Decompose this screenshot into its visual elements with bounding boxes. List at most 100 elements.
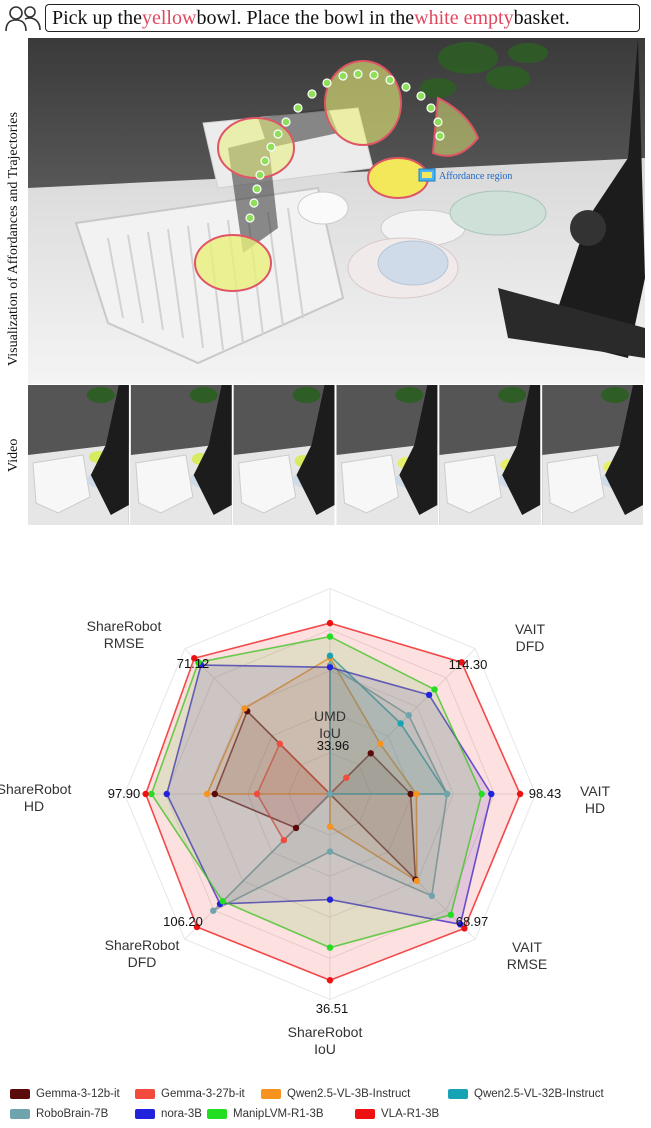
legend-swatch — [261, 1089, 281, 1099]
chart-legend: Gemma-3-12b-it Gemma-3-27b-it Qwen2.5-VL-3… — [0, 1088, 651, 1128]
series-point-ManipLVM-R1-3B — [326, 944, 334, 951]
legend-label: ManipLVM-R1-3B — [233, 1108, 324, 1120]
series-point-VLA-R1-3B — [142, 790, 149, 798]
axis-max-label: 36.51 — [316, 1001, 349, 1016]
legend-item: Gemma-3-27b-it — [135, 1088, 245, 1100]
axis-label: IoU — [319, 725, 341, 741]
axis-label: RMSE — [104, 635, 144, 651]
affordance-side-label: Visualization of Affordances and Traject… — [6, 112, 21, 366]
series-point-ManipLVM-R1-3B — [148, 790, 155, 798]
axis-max-label: 106.20 — [163, 914, 203, 929]
legend-label: RoboBrain-7B — [36, 1108, 109, 1120]
axis-label: VAIT — [580, 783, 611, 799]
axis-label: IoU — [314, 1041, 336, 1057]
legend-item: Qwen2.5-VL-32B-Instruct — [448, 1088, 604, 1100]
axis-max-label: 98.43 — [529, 786, 562, 801]
scene-photo: Affordance region — [28, 38, 645, 384]
legend-swatch — [10, 1109, 30, 1119]
legend-swatch — [10, 1089, 30, 1099]
legend-item: Gemma-3-12b-it — [10, 1088, 120, 1100]
axis-label: DFD — [516, 638, 545, 654]
series-point-Gemma-3-27b-it — [343, 774, 350, 781]
axis-max-label: 97.90 — [108, 786, 141, 801]
series-point-Qwen2.5-VL-3B-Instruct — [413, 877, 421, 885]
legend-swatch — [135, 1089, 155, 1099]
axis-label: HD — [585, 800, 605, 816]
video-frame — [542, 385, 643, 525]
axis-label: VAIT — [515, 621, 546, 637]
series-point-nora-3B — [326, 896, 334, 903]
video-frame — [28, 385, 129, 525]
axis-label: DFD — [128, 954, 157, 970]
series-point-ManipLVM-R1-3B — [326, 633, 334, 640]
series-point-RoboBrain-7B — [443, 790, 451, 798]
series-point-VLA-R1-3B — [458, 659, 465, 666]
series-area-RoboBrain-7B — [212, 663, 448, 912]
radar-chart: UMDIoU33.96VAITDFD114.30VAITHD98.43VAITR… — [0, 588, 610, 1057]
axis-max-label: 68.97 — [456, 914, 489, 929]
series-point-Qwen2.5-VL-3B-Instruct — [203, 790, 211, 798]
series-point-Gemma-3-27b-it — [280, 836, 288, 844]
legend-item: ManipLVM-R1-3B — [207, 1108, 324, 1120]
series-point-VLA-R1-3B — [193, 923, 201, 931]
axis-label: UMD — [314, 708, 346, 724]
series-point-nora-3B — [488, 790, 495, 798]
series-point-ManipLVM-R1-3B — [478, 790, 485, 798]
video-frames — [28, 385, 643, 525]
series-point-RoboBrain-7B — [405, 712, 412, 719]
series-point-VLA-R1-3B — [516, 790, 524, 798]
axis-max-label: 71.12 — [177, 656, 210, 671]
axis-label: VAIT — [512, 939, 543, 955]
legend-item: nora-3B — [135, 1108, 202, 1120]
video-frame — [336, 385, 438, 525]
series-point-ManipLVM-R1-3B — [447, 911, 455, 919]
series-point-ManipLVM-R1-3B — [431, 686, 438, 693]
series-point-VLA-R1-3B — [461, 925, 468, 932]
series-point-Gemma-3-12b-it — [407, 790, 414, 798]
series-point-VLA-R1-3B — [326, 619, 334, 627]
legend-label: VLA-R1-3B — [381, 1108, 440, 1120]
axis-max-label: 114.30 — [449, 657, 488, 672]
legend-swatch — [448, 1089, 468, 1099]
video-frame — [233, 385, 335, 525]
users-icon — [5, 6, 41, 32]
video-frame — [439, 385, 541, 525]
axis-label: ShareRobot — [0, 781, 71, 797]
affordance-region-label: Affordance region — [439, 171, 512, 182]
radar-series — [142, 619, 524, 984]
video-side-label: Video — [6, 438, 21, 472]
series-point-ManipLVM-R1-3B — [219, 898, 226, 905]
legend-label: Gemma-3-27b-it — [161, 1088, 245, 1100]
series-point-Gemma-3-12b-it — [292, 824, 300, 832]
series-point-Gemma-3-27b-it — [276, 740, 283, 747]
legend-item: VLA-R1-3B — [355, 1108, 439, 1120]
legend-label: nora-3B — [161, 1108, 202, 1120]
radar-axis-labels: UMDIoU33.96VAITDFD114.30VAITHD98.43VAITR… — [0, 618, 610, 1057]
series-point-nora-3B — [457, 921, 464, 928]
series-point-Gemma-3-12b-it — [367, 750, 374, 757]
legend-label: Qwen2.5-VL-3B-Instruct — [287, 1088, 411, 1100]
instruction-text: Pick up the yellow bowl. Place the bowl … — [45, 4, 640, 32]
series-point-RoboBrain-7B — [210, 907, 217, 914]
axis-label: ShareRobot — [105, 937, 180, 953]
series-point-nora-3B — [425, 691, 433, 699]
video-frame — [130, 385, 232, 525]
legend-label: Gemma-3-12b-it — [36, 1088, 120, 1100]
legend-swatch — [355, 1109, 375, 1119]
legend-item: Qwen2.5-VL-3B-Instruct — [261, 1088, 410, 1100]
series-point-Qwen2.5-VL-3B-Instruct — [326, 823, 334, 830]
legend-swatch — [135, 1109, 155, 1119]
series-point-Qwen2.5-VL-3B-Instruct — [377, 740, 384, 747]
axis-label: ShareRobot — [288, 1024, 363, 1040]
series-point-ManipLVM-R1-3B — [195, 659, 202, 666]
series-point-VLA-R1-3B — [191, 655, 198, 662]
legend-label: Qwen2.5-VL-32B-Instruct — [474, 1088, 604, 1100]
axis-label: HD — [24, 798, 44, 814]
instruction-row: Pick up the yellow bowl. Place the bowl … — [0, 0, 651, 36]
legend-item: RoboBrain-7B — [10, 1108, 108, 1120]
series-point-Qwen2.5-VL-3B-Instruct — [413, 790, 420, 798]
series-point-RoboBrain-7B — [326, 790, 334, 798]
legend-swatch — [207, 1109, 227, 1119]
series-point-RoboBrain-7B — [326, 848, 334, 855]
series-point-Gemma-3-12b-it — [211, 790, 218, 798]
